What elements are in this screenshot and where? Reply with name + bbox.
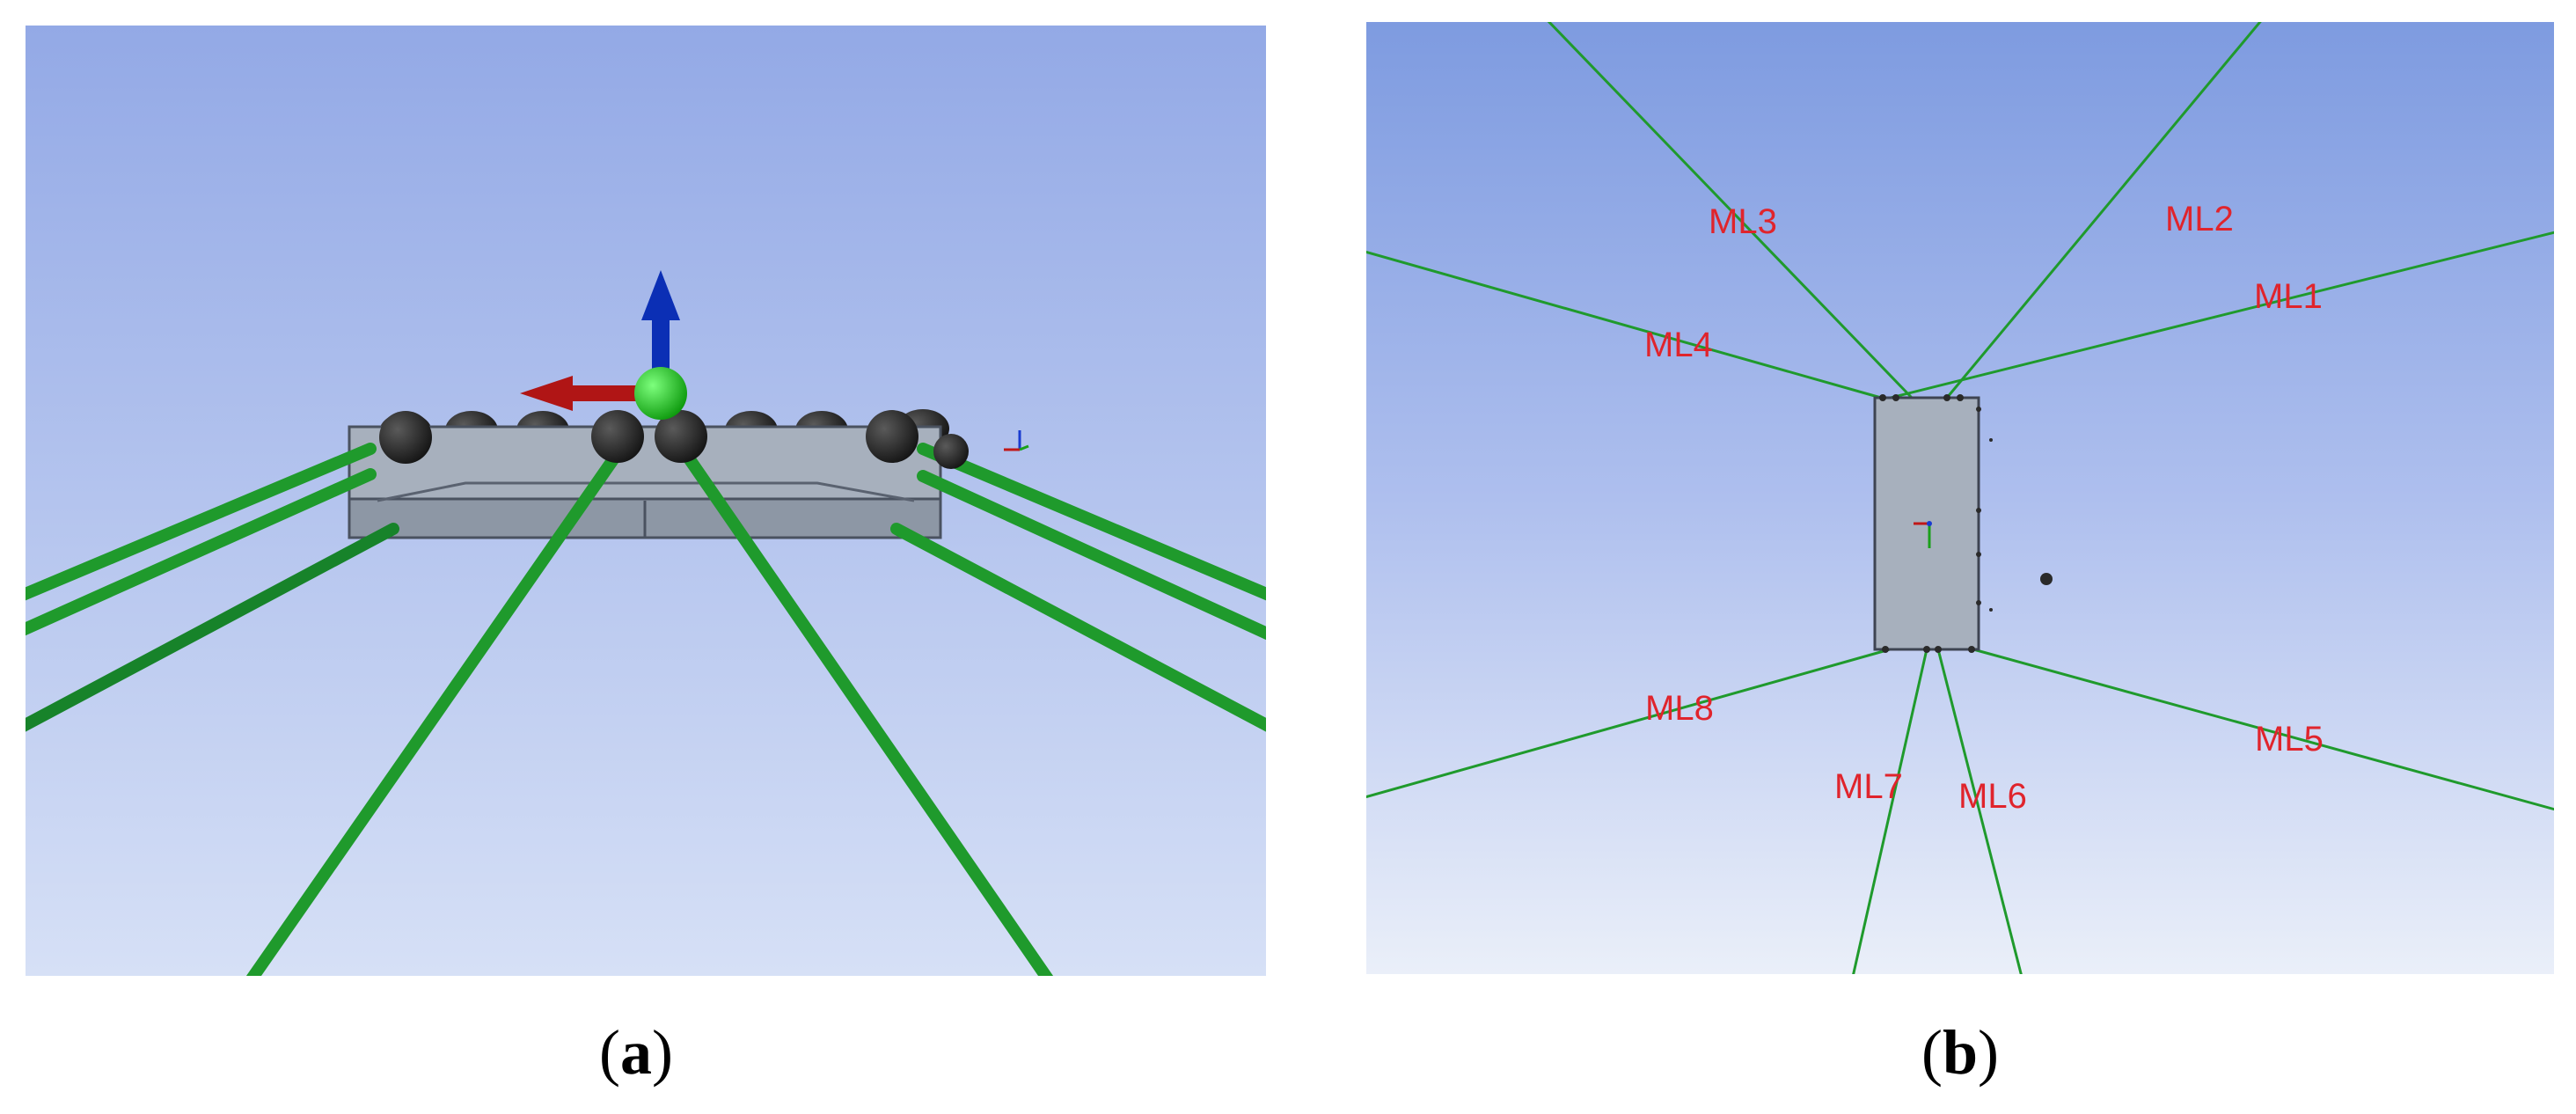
- mooring-lines-b: [1366, 22, 2554, 974]
- float-sphere: [933, 434, 969, 469]
- x-axis-arrow-shaft: [569, 385, 648, 401]
- front-float-row: [379, 410, 969, 469]
- mooring-line: [917, 443, 1266, 601]
- label-ml2: ML2: [2165, 200, 2234, 238]
- mooring-line-ml6: [1936, 649, 2023, 974]
- mooring-line: [26, 443, 377, 601]
- label-ml3: ML3: [1709, 202, 1777, 241]
- mooring-line-ml3: [1547, 22, 1914, 399]
- caption-b-close-paren: ): [1978, 1017, 1999, 1088]
- caption-a-letter: a: [620, 1017, 652, 1088]
- mooring-line: [26, 523, 399, 732]
- mooring-line-ml2: [1945, 22, 2262, 399]
- mooring-line-ml5: [1972, 648, 2554, 811]
- mooring-line-ml1: [1890, 231, 2554, 399]
- coordinate-triad: [520, 270, 687, 420]
- mooring-line-ml7: [1852, 649, 1928, 974]
- axis-glyph-icon: [1914, 521, 1932, 548]
- label-ml8: ML8: [1645, 689, 1714, 728]
- float-sphere: [379, 411, 432, 464]
- label-ml4: ML4: [1644, 326, 1713, 364]
- float-sphere: [591, 410, 644, 463]
- caption-a-open-paren: (: [599, 1017, 620, 1088]
- mooring-line: [26, 468, 377, 636]
- fairlead-dots: [1879, 394, 2053, 653]
- label-ml7: ML7: [1834, 767, 1903, 806]
- caption-b-letter: b: [1942, 1017, 1979, 1088]
- platform-body: [348, 425, 942, 539]
- mooring-line: [679, 447, 1054, 976]
- platform-edge-line: [377, 481, 915, 502]
- mooring-lines-a: [26, 443, 1266, 976]
- float-sphere: [655, 410, 707, 463]
- panel-a-perspective-view: [26, 26, 1266, 976]
- mooring-line-ml4: [1366, 250, 1882, 399]
- axis-glyph-icon: [1004, 430, 1029, 451]
- origin-marker: [634, 367, 687, 420]
- caption-a-close-paren: ): [652, 1017, 673, 1088]
- panel-b-canvas: ML1 ML2 ML3 ML4 ML5 ML6 ML7 ML8: [1366, 22, 2554, 974]
- caption-b-open-paren: (: [1921, 1017, 1943, 1088]
- z-axis-arrow-head: [641, 270, 680, 320]
- panel-b-top-view: ML1 ML2 ML3 ML4 ML5 ML6 ML7 ML8: [1366, 22, 2554, 974]
- mooring-line: [917, 470, 1266, 641]
- float-sphere: [866, 410, 918, 463]
- mooring-line-ml8: [1366, 648, 1891, 799]
- caption-a: (a): [548, 1021, 724, 1084]
- label-ml6: ML6: [1958, 777, 2027, 816]
- mooring-line: [245, 447, 624, 976]
- label-ml1: ML1: [2254, 277, 2323, 316]
- caption-b: (b): [1872, 1021, 2048, 1084]
- panel-a-canvas: [26, 270, 1266, 976]
- reference-point: [2040, 573, 2053, 585]
- mooring-line: [890, 523, 1266, 732]
- label-ml5: ML5: [2255, 720, 2324, 759]
- x-axis-arrow-head: [520, 376, 573, 411]
